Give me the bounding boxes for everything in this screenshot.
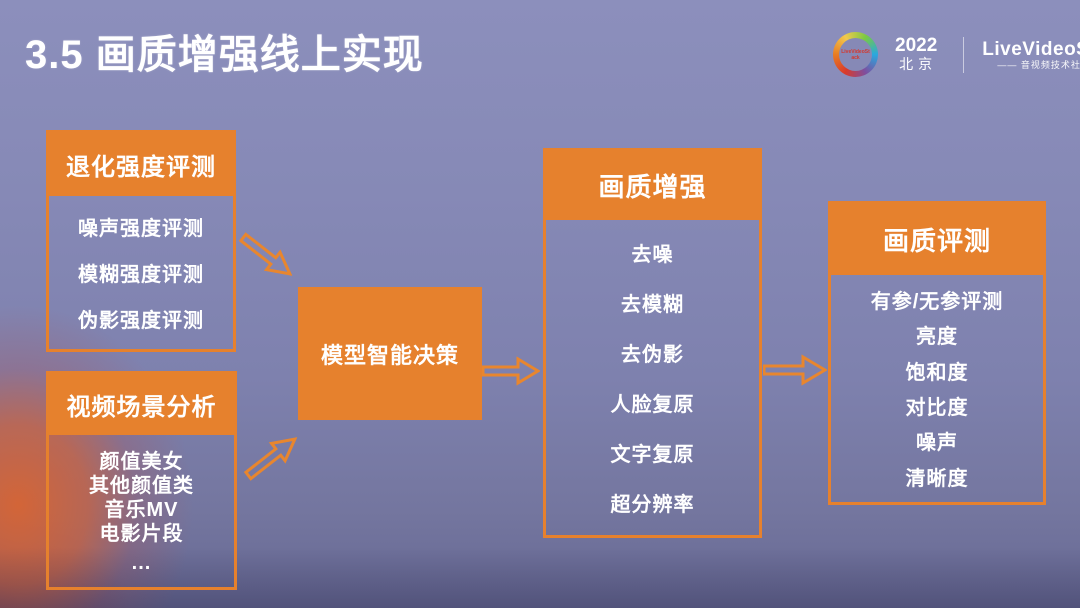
branding-bar: LiveVideoStack 2022 北京 LiveVideoStack ——… — [833, 32, 1080, 77]
degradation-assessment-box: 退化强度评测 噪声强度评测 模糊强度评测 伪影强度评测 — [46, 130, 236, 352]
quality-enhancement-box: 画质增强 去噪 去模糊 去伪影 人脸复原 文字复原 超分辨率 — [543, 148, 762, 538]
brand-name: LiveVideoStack — [982, 38, 1080, 60]
list-item: 电影片段 — [99, 522, 184, 545]
event-city: 北京 — [899, 56, 938, 72]
arrow-enhancement-to-assessment-icon — [763, 354, 827, 386]
list-item: 噪声强度评测 — [78, 217, 204, 240]
enhancement-box-body: 去噪 去模糊 去伪影 人脸复原 文字复原 超分辨率 — [546, 219, 759, 535]
slide-title: 3.5 画质增强线上实现 — [25, 33, 424, 77]
scene-box-header: 视频场景分析 — [48, 373, 235, 435]
livevideostack-ring-logo-icon: LiveVideoStack — [833, 32, 878, 77]
ellipsis-item: ... — [131, 551, 152, 574]
arrow-decision-to-enhancement-icon — [482, 356, 540, 386]
list-item: 模糊强度评测 — [78, 263, 204, 286]
model-decision-box: 模型智能决策 — [298, 287, 482, 420]
degradation-box-header: 退化强度评测 — [48, 132, 234, 196]
list-item: 有参/无参评测 — [870, 291, 1004, 314]
enhancement-box-header: 画质增强 — [545, 150, 760, 220]
assessment-box-body: 有参/无参评测 亮度 饱和度 对比度 噪声 清晰度 — [831, 274, 1043, 502]
assessment-box-header: 画质评测 — [830, 203, 1044, 275]
list-item: 人脸复原 — [610, 393, 695, 416]
brand-block: LiveVideoStack —— 音视频技术社区 —— — [982, 39, 1080, 71]
event-year: 2022 — [895, 35, 938, 56]
arrow-scene-to-decision-icon — [238, 426, 306, 487]
degradation-box-body: 噪声强度评测 模糊强度评测 伪影强度评测 — [49, 195, 233, 349]
list-item: 饱和度 — [905, 361, 969, 384]
list-item: 颜值美女 — [99, 450, 184, 473]
list-item: 去伪影 — [621, 343, 684, 366]
ring-logo-text: LiveVideoStack — [839, 38, 872, 71]
list-item: 音乐MV — [104, 498, 179, 521]
list-item: 超分辨率 — [610, 493, 695, 516]
quality-assessment-box: 画质评测 有参/无参评测 亮度 饱和度 对比度 噪声 清晰度 — [828, 201, 1046, 505]
scene-box-body: 颜值美女 其他颜值类 音乐MV 电影片段 ... — [49, 434, 234, 587]
arrow-degradation-to-decision-icon — [233, 225, 301, 286]
video-scene-analysis-box: 视频场景分析 颜值美女 其他颜值类 音乐MV 电影片段 ... — [46, 371, 237, 590]
list-item: 去噪 — [631, 243, 674, 266]
list-item: 文字复原 — [610, 443, 695, 466]
decision-box-label: 模型智能决策 — [320, 342, 459, 368]
list-item: 其他颜值类 — [89, 474, 194, 497]
list-item: 对比度 — [905, 397, 969, 420]
event-year-block: 2022 北京 — [895, 36, 937, 73]
list-item: 噪声 — [916, 432, 958, 455]
logo-divider — [963, 36, 965, 73]
list-item: 去模糊 — [621, 293, 684, 316]
list-item: 伪影强度评测 — [78, 309, 204, 332]
list-item: 清晰度 — [905, 467, 969, 490]
brand-tagline: —— 音视频技术社区 —— — [997, 59, 1080, 70]
list-item: 亮度 — [916, 326, 958, 349]
